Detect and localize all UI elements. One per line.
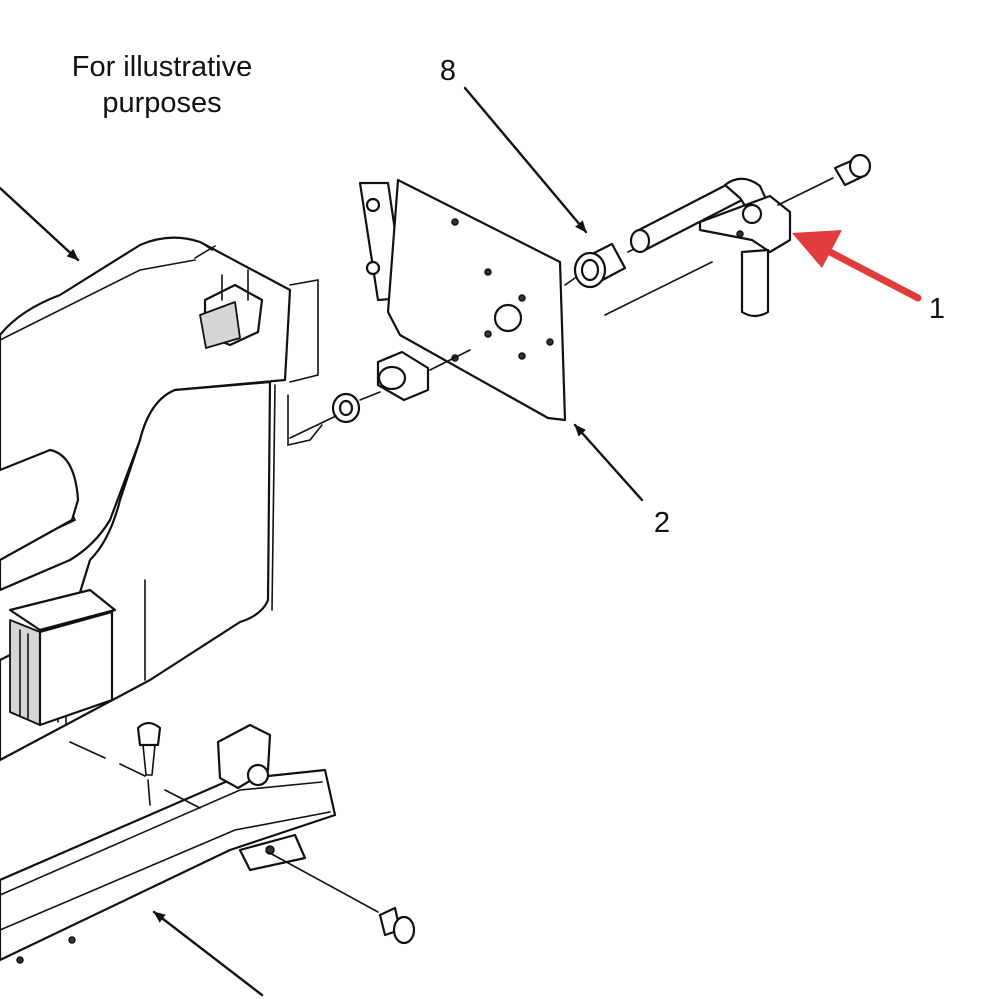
- caption-line-1: For illustrative: [72, 51, 253, 83]
- callout-part-1: 1: [929, 293, 945, 325]
- screw-bottom: [267, 851, 416, 945]
- hex-nut: [376, 350, 430, 402]
- leader-part-2: [573, 423, 644, 502]
- leader-frame: [152, 910, 264, 997]
- callout-part-8: 8: [440, 55, 456, 87]
- leader-housing: [0, 186, 80, 262]
- elbow-tube-fitting: [604, 153, 872, 318]
- highlight-arrow: [792, 230, 922, 302]
- mounting-plate: [358, 178, 567, 422]
- washer: [331, 392, 361, 424]
- axis-line-nut: [289, 349, 471, 439]
- callout-part-2: 2: [654, 507, 670, 539]
- housing-assembly: [0, 236, 323, 762]
- frame-rail: [0, 721, 337, 964]
- bushing: [573, 242, 627, 289]
- caption-line-2: purposes: [102, 87, 221, 119]
- leader-part-8: [463, 86, 588, 234]
